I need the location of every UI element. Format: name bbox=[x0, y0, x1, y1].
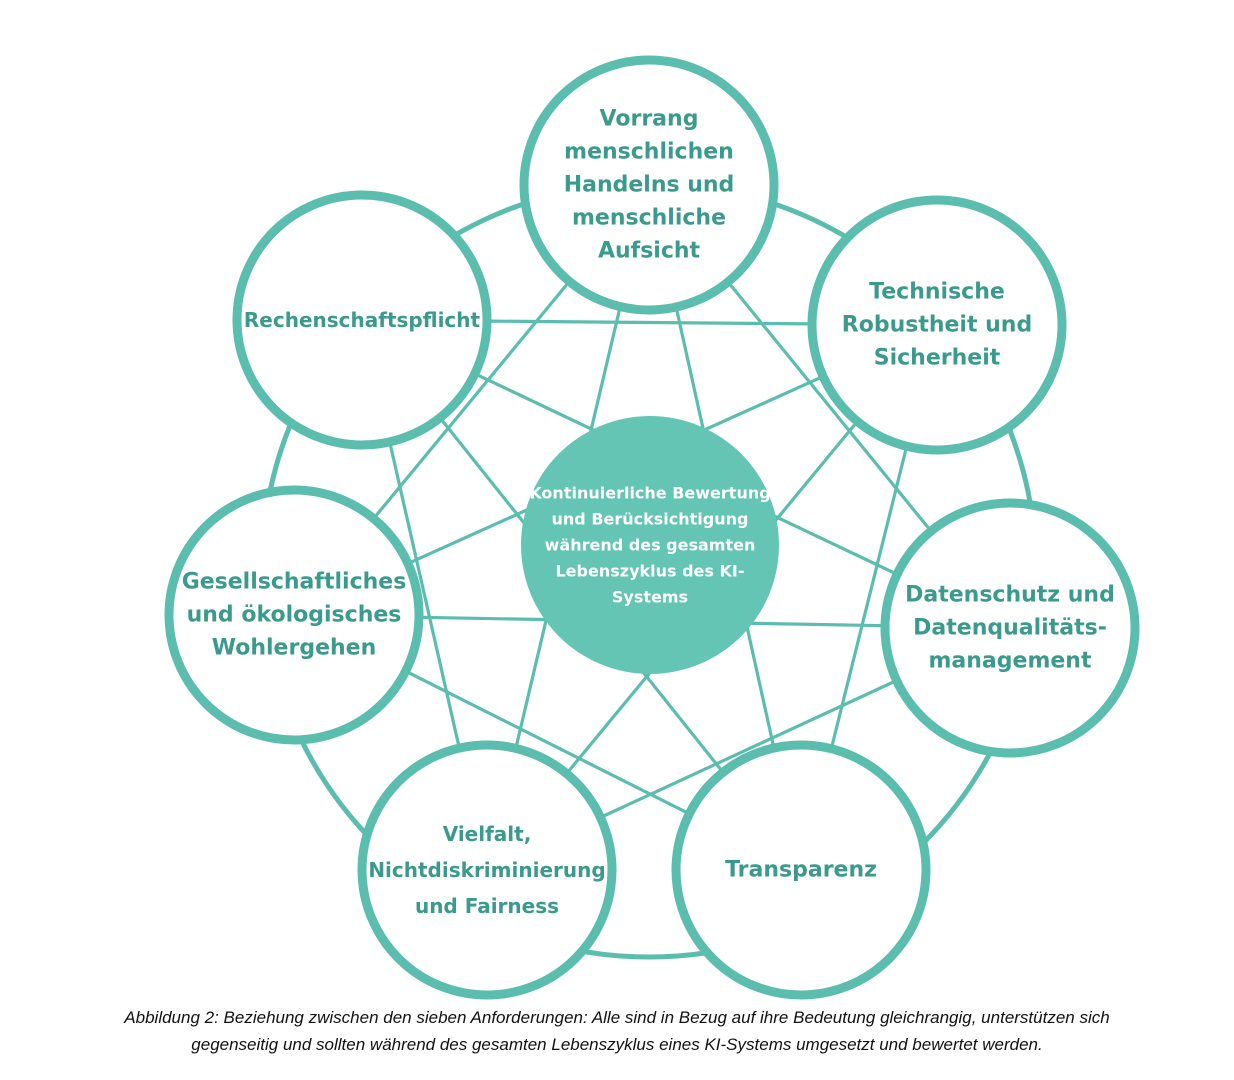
requirement-circle bbox=[671, 740, 931, 1000]
requirement-label-line: Technische bbox=[869, 280, 1005, 305]
center-text-line: Systems bbox=[612, 588, 688, 607]
requirement-circle bbox=[232, 190, 492, 450]
center-text-line: und Berücksichtigung bbox=[552, 510, 749, 529]
connection-line bbox=[388, 441, 461, 749]
requirement-label-line: Vorrang bbox=[600, 107, 699, 132]
connection-line bbox=[404, 669, 691, 816]
center-text-line: Lebenszyklus des KI- bbox=[555, 562, 744, 581]
requirements-diagram: Kontinuierliche Bewertung und Berücksicht… bbox=[164, 55, 1140, 1000]
center-circle bbox=[521, 416, 779, 674]
requirement-node: Transparenz bbox=[671, 740, 931, 1000]
connection-line bbox=[486, 319, 813, 326]
requirement-label-line: Vielfalt, bbox=[443, 822, 532, 846]
requirement-label-line: Robustheit und bbox=[842, 313, 1032, 338]
requirement-circle bbox=[164, 485, 424, 745]
caption-line-1: Abbildung 2: Beziehung zwischen den sieb… bbox=[124, 1008, 1110, 1027]
figure-caption: Abbildung 2: Beziehung zwischen den sieb… bbox=[20, 1004, 1214, 1058]
requirement-circle bbox=[807, 195, 1067, 455]
requirement-circle bbox=[519, 55, 779, 315]
connection-line bbox=[829, 445, 909, 750]
requirement-label-line: und ökologisches bbox=[187, 603, 402, 628]
requirement-node: Vielfalt, Nichtdiskriminierung und Fairnes… bbox=[357, 740, 617, 1000]
requirement-label-line: Transparenz bbox=[725, 858, 877, 883]
center-text-line: während des gesamten bbox=[545, 536, 756, 555]
requirement-node: Gesellschaftliches und ökologischesWohler… bbox=[164, 485, 424, 745]
caption-line-2: gegenseitig und sollten während des gesa… bbox=[191, 1035, 1043, 1054]
requirement-label-line: Sicherheit bbox=[874, 346, 1001, 371]
requirement-label-line: Handelns und bbox=[564, 173, 735, 198]
requirement-label-line: menschliche bbox=[572, 206, 726, 231]
requirement-label-line: und Fairness bbox=[415, 894, 559, 918]
requirement-label-line: Datenqualitäts- bbox=[913, 616, 1107, 641]
requirement-label-line: Wohlergehen bbox=[212, 636, 376, 661]
requirement-circle bbox=[357, 740, 617, 1000]
requirement-label-line: Gesellschaftliches bbox=[182, 570, 407, 595]
requirement-label-line: Nichtdiskriminierung bbox=[368, 858, 605, 882]
requirement-label-line: Aufsicht bbox=[598, 239, 701, 264]
requirement-label-line: menschlichen bbox=[564, 140, 734, 165]
center-text-line: Kontinuierliche Bewertung bbox=[529, 484, 770, 503]
requirement-circle bbox=[880, 498, 1140, 758]
requirement-label-line: Datenschutz und bbox=[905, 583, 1115, 608]
requirement-label-line: Rechenschaftspflicht bbox=[244, 308, 481, 332]
requirement-node: Rechenschaftspflicht bbox=[232, 190, 492, 450]
requirement-label-line: management bbox=[929, 649, 1092, 674]
